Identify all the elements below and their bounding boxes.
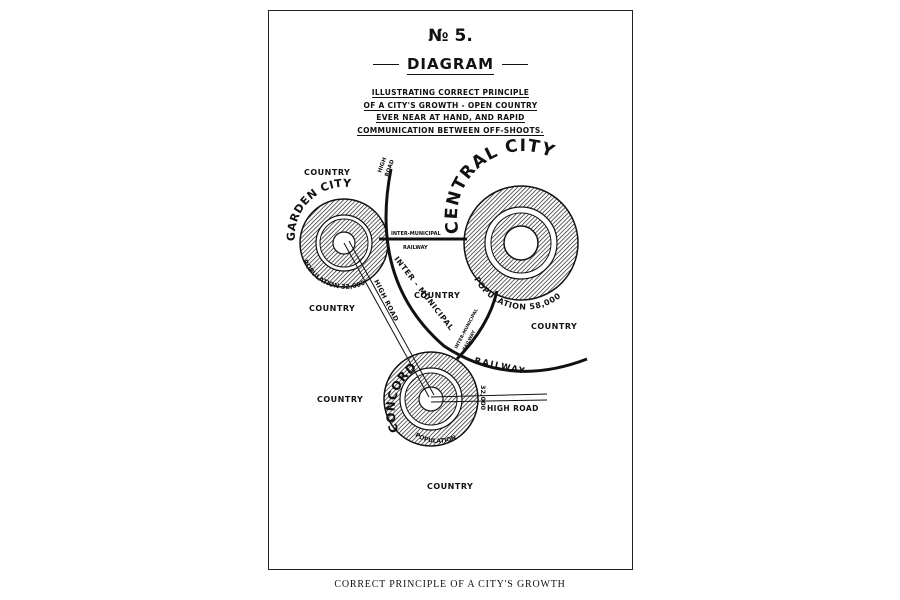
- inter-municipal-railway-central-concord: [455, 290, 499, 361]
- high-road-top-label-2: ROAD: [384, 159, 396, 178]
- figure-subtitle: ILLUSTRATING CORRECT PRINCIPLE OF A CITY…: [269, 87, 632, 137]
- high-road-top-label-1: HIGH: [377, 156, 388, 173]
- country-label-bottom: COUNTRY: [427, 482, 473, 491]
- country-label-concord-left: COUNTRY: [317, 395, 363, 404]
- east-high-road-line-b: [430, 399, 548, 403]
- subtitle-line: ILLUSTRATING CORRECT PRINCIPLE: [371, 88, 530, 98]
- title-rule-right: [502, 64, 529, 65]
- figure-title: DIAGRAM: [269, 55, 632, 75]
- railway-label-main: RAILWAY: [473, 356, 526, 377]
- railway-label-short: RAILWAY: [403, 245, 428, 251]
- figure-number: № 5.: [428, 26, 473, 46]
- subtitle-line: COMMUNICATION BETWEEN OFF-SHOOTS.: [357, 125, 544, 136]
- high-road-line-b: [348, 240, 435, 396]
- high-road-diagonal-label: HIGH ROAD: [372, 278, 400, 323]
- concord-centre: [418, 386, 444, 412]
- figure-title-text: DIAGRAM: [406, 55, 495, 75]
- country-label-top-left: COUNTRY: [304, 168, 350, 177]
- concord-population-number: 32,000: [479, 385, 487, 411]
- east-high-road-line-a: [430, 393, 548, 398]
- high-road-east-label: HIGH ROAD: [487, 404, 539, 413]
- main-railway-line: [384, 168, 588, 373]
- title-rule-left: [372, 64, 399, 65]
- country-label-left: COUNTRY: [309, 304, 355, 313]
- country-label-middle: COUNTRY: [414, 291, 460, 300]
- inter-municipal-label: INTER-MUNICIPAL: [391, 231, 441, 237]
- central-city-centre: [503, 225, 539, 261]
- city-growth-diagram: GARDEN CITY CENTRAL CITY POPULATION 32,0…: [285, 136, 588, 491]
- figure-caption: CORRECT PRINCIPLE OF A CITY'S GROWTH: [334, 579, 566, 590]
- country-label-right: COUNTRY: [531, 322, 577, 331]
- diagram-frame: № 5. DIAGRAM ILLUSTRATING CORRECT PRINCI…: [268, 10, 633, 570]
- subtitle-line: OF A CITY'S GROWTH - OPEN COUNTRY: [363, 100, 538, 111]
- central-city: [463, 185, 579, 301]
- subtitle-line: EVER NEAR AT HAND, AND RAPID: [376, 113, 525, 123]
- high-road-line-a: [343, 242, 430, 398]
- concord-city: [383, 351, 479, 447]
